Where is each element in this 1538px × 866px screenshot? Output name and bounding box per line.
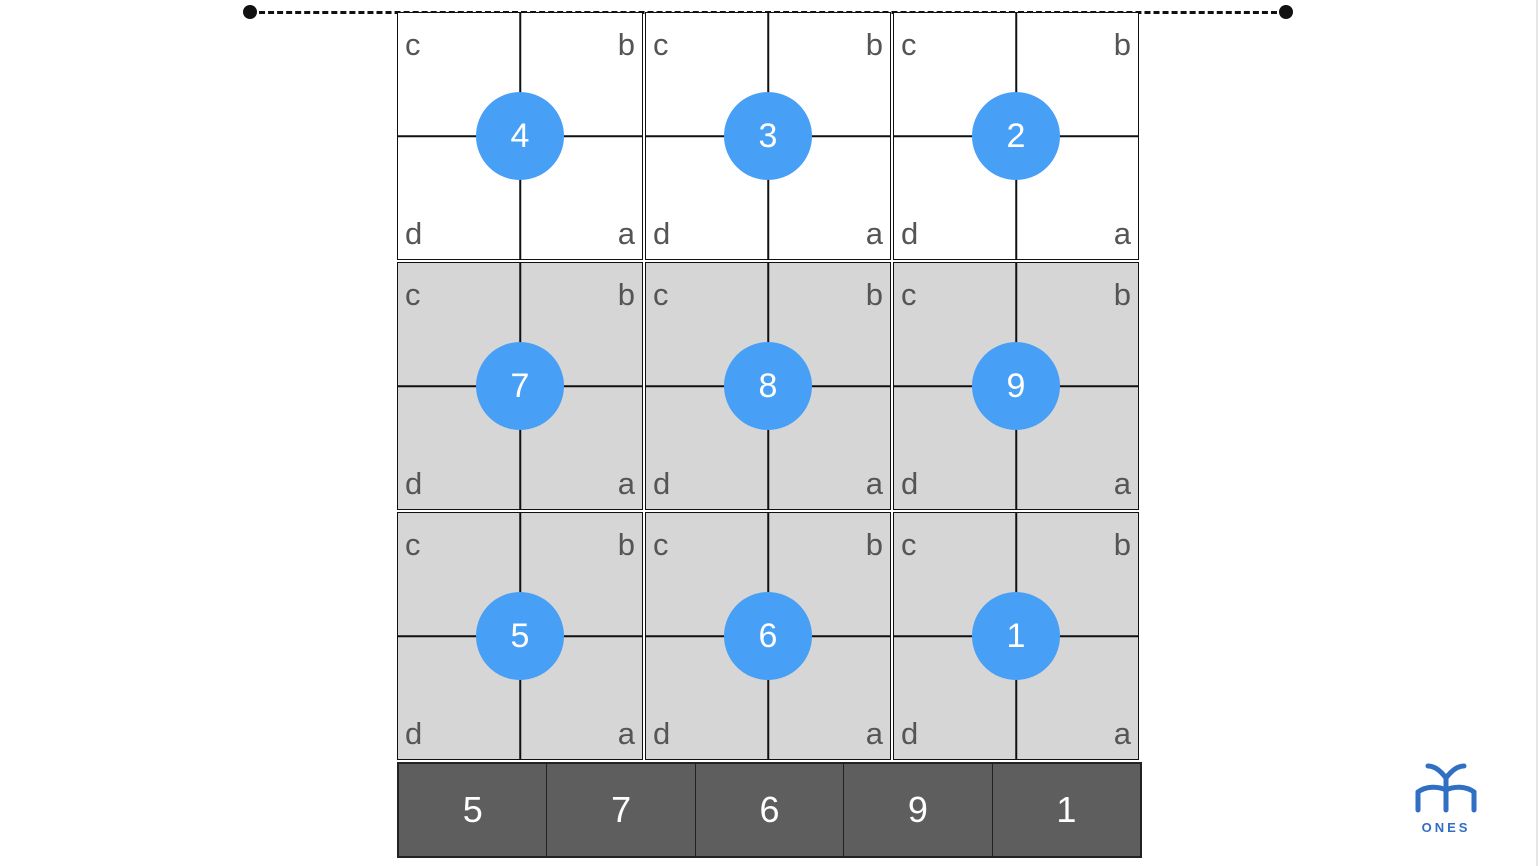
corner-label-bottom-right: a xyxy=(617,466,635,501)
corner-label-bottom-right: a xyxy=(1113,466,1131,501)
corner-label-top-right: b xyxy=(1113,27,1131,62)
corner-label-bottom-left: d xyxy=(405,716,423,751)
corner-label-bottom-left: d xyxy=(901,466,919,501)
right-edge-divider xyxy=(1536,0,1538,866)
node-circle: 1 xyxy=(972,592,1060,680)
sequence-item: 7 xyxy=(547,764,696,856)
corner-label-bottom-left: d xyxy=(405,466,423,501)
tile-cell: c b d a 6 xyxy=(645,512,891,760)
tile-cell: c b d a 3 xyxy=(645,12,891,260)
corner-label-top-left: c xyxy=(653,277,669,312)
tile-cell: c b d a 5 xyxy=(397,512,643,760)
tile-cell: c b d a 7 xyxy=(397,262,643,510)
node-circle: 2 xyxy=(972,92,1060,180)
sequence-item: 6 xyxy=(696,764,845,856)
logo-text: ONES xyxy=(1421,820,1471,835)
corner-label-bottom-left: d xyxy=(901,716,919,751)
corner-label-top-right: b xyxy=(617,27,635,62)
corner-label-top-right: b xyxy=(617,527,635,562)
corner-label-bottom-left: d xyxy=(653,716,671,751)
tile-cell: c b d a 8 xyxy=(645,262,891,510)
corner-label-bottom-right: a xyxy=(865,716,883,751)
corner-label-top-left: c xyxy=(405,27,421,62)
tile-cell: c b d a 2 xyxy=(893,12,1139,260)
corner-label-top-left: c xyxy=(901,277,917,312)
node-circle: 6 xyxy=(724,592,812,680)
node-circle: 9 xyxy=(972,342,1060,430)
corner-label-top-left: c xyxy=(901,527,917,562)
corner-label-top-left: c xyxy=(901,27,917,62)
corner-label-bottom-left: d xyxy=(653,216,671,251)
corner-label-top-left: c xyxy=(405,527,421,562)
corner-label-top-left: c xyxy=(405,277,421,312)
corner-label-top-right: b xyxy=(1113,527,1131,562)
node-circle: 3 xyxy=(724,92,812,180)
node-circle: 7 xyxy=(476,342,564,430)
tile-cell: c b d a 1 xyxy=(893,512,1139,760)
node-circle: 4 xyxy=(476,92,564,180)
corner-label-bottom-right: a xyxy=(617,216,635,251)
sequence-item: 9 xyxy=(844,764,993,856)
sequence-item: 5 xyxy=(399,764,548,856)
corner-label-top-right: b xyxy=(617,277,635,312)
corner-label-bottom-right: a xyxy=(1113,216,1131,251)
corner-label-bottom-right: a xyxy=(1113,716,1131,751)
tile-cell: c b d a 4 xyxy=(397,12,643,260)
node-circle: 8 xyxy=(724,342,812,430)
ones-logo-icon xyxy=(1415,763,1477,813)
corner-label-bottom-left: d xyxy=(653,466,671,501)
corner-label-bottom-left: d xyxy=(405,216,423,251)
tile-cell: c b d a 9 xyxy=(893,262,1139,510)
dashed-line-left-endpoint xyxy=(243,5,257,19)
corner-label-top-left: c xyxy=(653,27,669,62)
node-circle: 5 xyxy=(476,592,564,680)
corner-label-bottom-left: d xyxy=(901,216,919,251)
corner-label-top-left: c xyxy=(653,527,669,562)
corner-label-top-right: b xyxy=(865,27,883,62)
corner-label-bottom-right: a xyxy=(865,216,883,251)
corner-label-top-right: b xyxy=(865,527,883,562)
sequence-item: 1 xyxy=(1056,789,1077,830)
corner-label-top-right: b xyxy=(865,277,883,312)
corner-label-top-right: b xyxy=(1113,277,1131,312)
corner-label-bottom-right: a xyxy=(617,716,635,751)
corner-label-bottom-right: a xyxy=(865,466,883,501)
dashed-line-right-endpoint xyxy=(1279,5,1293,19)
